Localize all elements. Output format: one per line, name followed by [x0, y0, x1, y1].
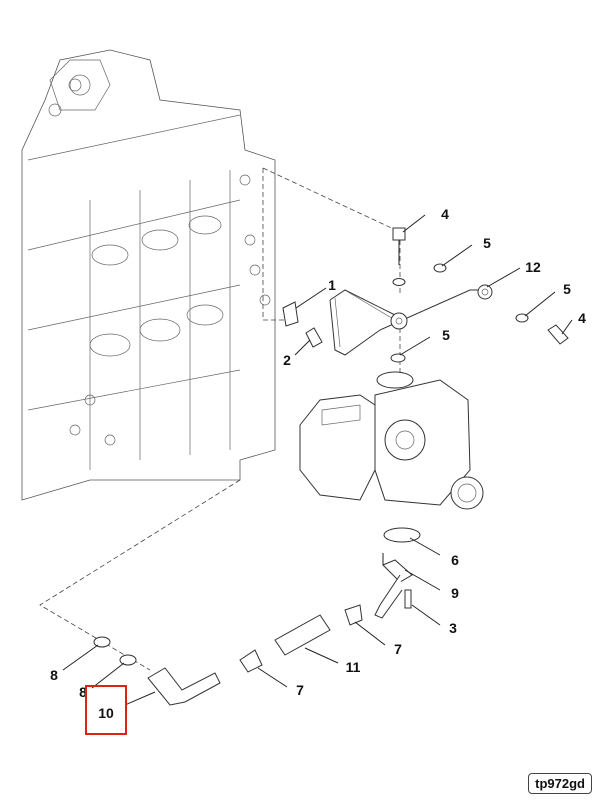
banjo-fittings [282, 227, 569, 363]
callout-1: 1 [328, 277, 336, 293]
callout-9: 9 [451, 585, 459, 601]
callout-4: 4 [441, 206, 449, 222]
callout-10-highlight-box [85, 685, 127, 735]
callout-5: 5 [442, 327, 450, 343]
callout-5: 5 [483, 235, 491, 251]
oil-feed-tube-drawing [329, 284, 493, 356]
callout-labels: 4 5 12 5 4 1 2 5 6 9 3 7 11 7 8 8 10 [50, 206, 586, 721]
callout-7: 7 [394, 641, 402, 657]
callout-12: 12 [525, 259, 541, 275]
turbocharger-drawing [299, 371, 484, 510]
callout-11: 11 [346, 659, 361, 675]
callout-2: 2 [283, 352, 291, 368]
callout-6: 6 [451, 552, 459, 568]
callout-3: 3 [449, 620, 457, 636]
callout-5: 5 [563, 281, 571, 297]
oil-drain-components [93, 527, 421, 706]
callout-4: 4 [578, 310, 586, 326]
leader-lines [62, 214, 573, 706]
figure-id-label: tp972gd [528, 773, 592, 794]
callout-8: 8 [50, 667, 58, 683]
callout-10: 10 [98, 705, 114, 721]
callout-8: 8 [79, 684, 87, 700]
engine-block-drawing [21, 49, 276, 501]
callout-7: 7 [296, 682, 304, 698]
